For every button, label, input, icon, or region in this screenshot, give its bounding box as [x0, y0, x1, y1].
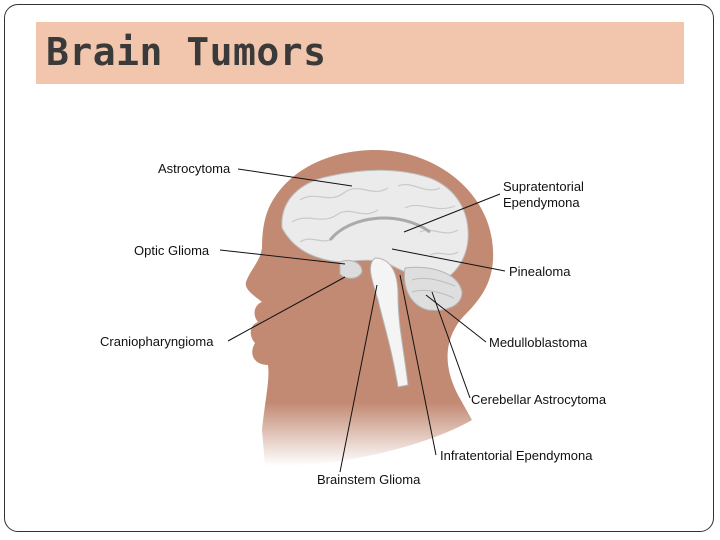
- leader-astrocytoma: [237, 168, 353, 187]
- label-supratentorial-line2: Ependymona: [503, 195, 580, 210]
- label-craniopharyngioma: Craniopharyngioma: [100, 334, 214, 349]
- leader-supratentorial-ependymona: [403, 193, 501, 233]
- label-medulloblastoma: Medulloblastoma: [489, 335, 588, 350]
- leader-infratentorial-ependymona: [399, 274, 437, 456]
- label-optic-glioma: Optic Glioma: [134, 243, 210, 258]
- leader-craniopharyngioma: [227, 276, 346, 342]
- label-pinealoma: Pinealoma: [509, 264, 571, 279]
- optic-region: [339, 259, 363, 279]
- brainstem: [369, 257, 409, 388]
- label-astrocytoma: Astrocytoma: [158, 161, 231, 176]
- label-brainstem-glioma: Brainstem Glioma: [317, 472, 421, 487]
- title-bar: Brain Tumors: [36, 22, 684, 84]
- cerebellum-folia: [411, 277, 456, 299]
- leader-brainstem-glioma: [339, 284, 378, 473]
- label-infratentorial-ependymona: Infratentorial Ependymona: [440, 448, 593, 463]
- label-cerebellar-astrocytoma: Cerebellar Astrocytoma: [471, 392, 607, 407]
- leader-optic-glioma: [219, 249, 346, 265]
- label-supratentorial-line1: Supratentorial: [503, 179, 584, 194]
- slide-title: Brain Tumors: [46, 30, 327, 74]
- cerebellum: [403, 266, 463, 311]
- leader-cerebellar-astrocytoma: [431, 291, 471, 399]
- leader-pinealoma: [391, 248, 506, 272]
- brain-gyri: [291, 184, 459, 256]
